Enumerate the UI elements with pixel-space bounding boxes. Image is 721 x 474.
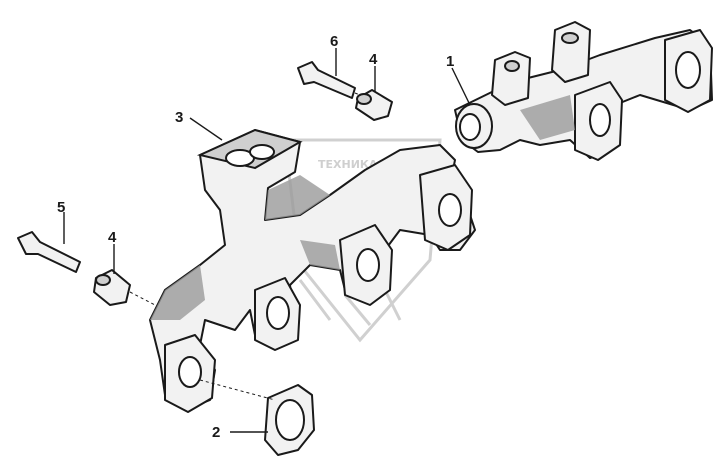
callout-labels: 1 2 3 4 4 5 6 (57, 33, 454, 441)
watermark-text: ТЕХНИКА (318, 158, 378, 171)
callout-4-lower: 4 (108, 229, 117, 246)
callout-6: 6 (330, 33, 338, 50)
callout-4-upper: 4 (369, 51, 378, 68)
callout-1: 1 (446, 53, 454, 70)
leader-lines (63, 48, 471, 433)
part-5-bolt (17, 231, 81, 273)
part-3-front-manifold (149, 128, 476, 413)
part-4-spacer-lower (93, 269, 156, 306)
part-1-rear-manifold (454, 21, 713, 161)
callout-2: 2 (212, 424, 220, 441)
part-6-stud (297, 61, 373, 101)
part-2-gasket (199, 379, 315, 456)
callout-5: 5 (57, 199, 65, 216)
part-4-spacer-upper (355, 89, 393, 121)
callout-3: 3 (175, 109, 183, 126)
